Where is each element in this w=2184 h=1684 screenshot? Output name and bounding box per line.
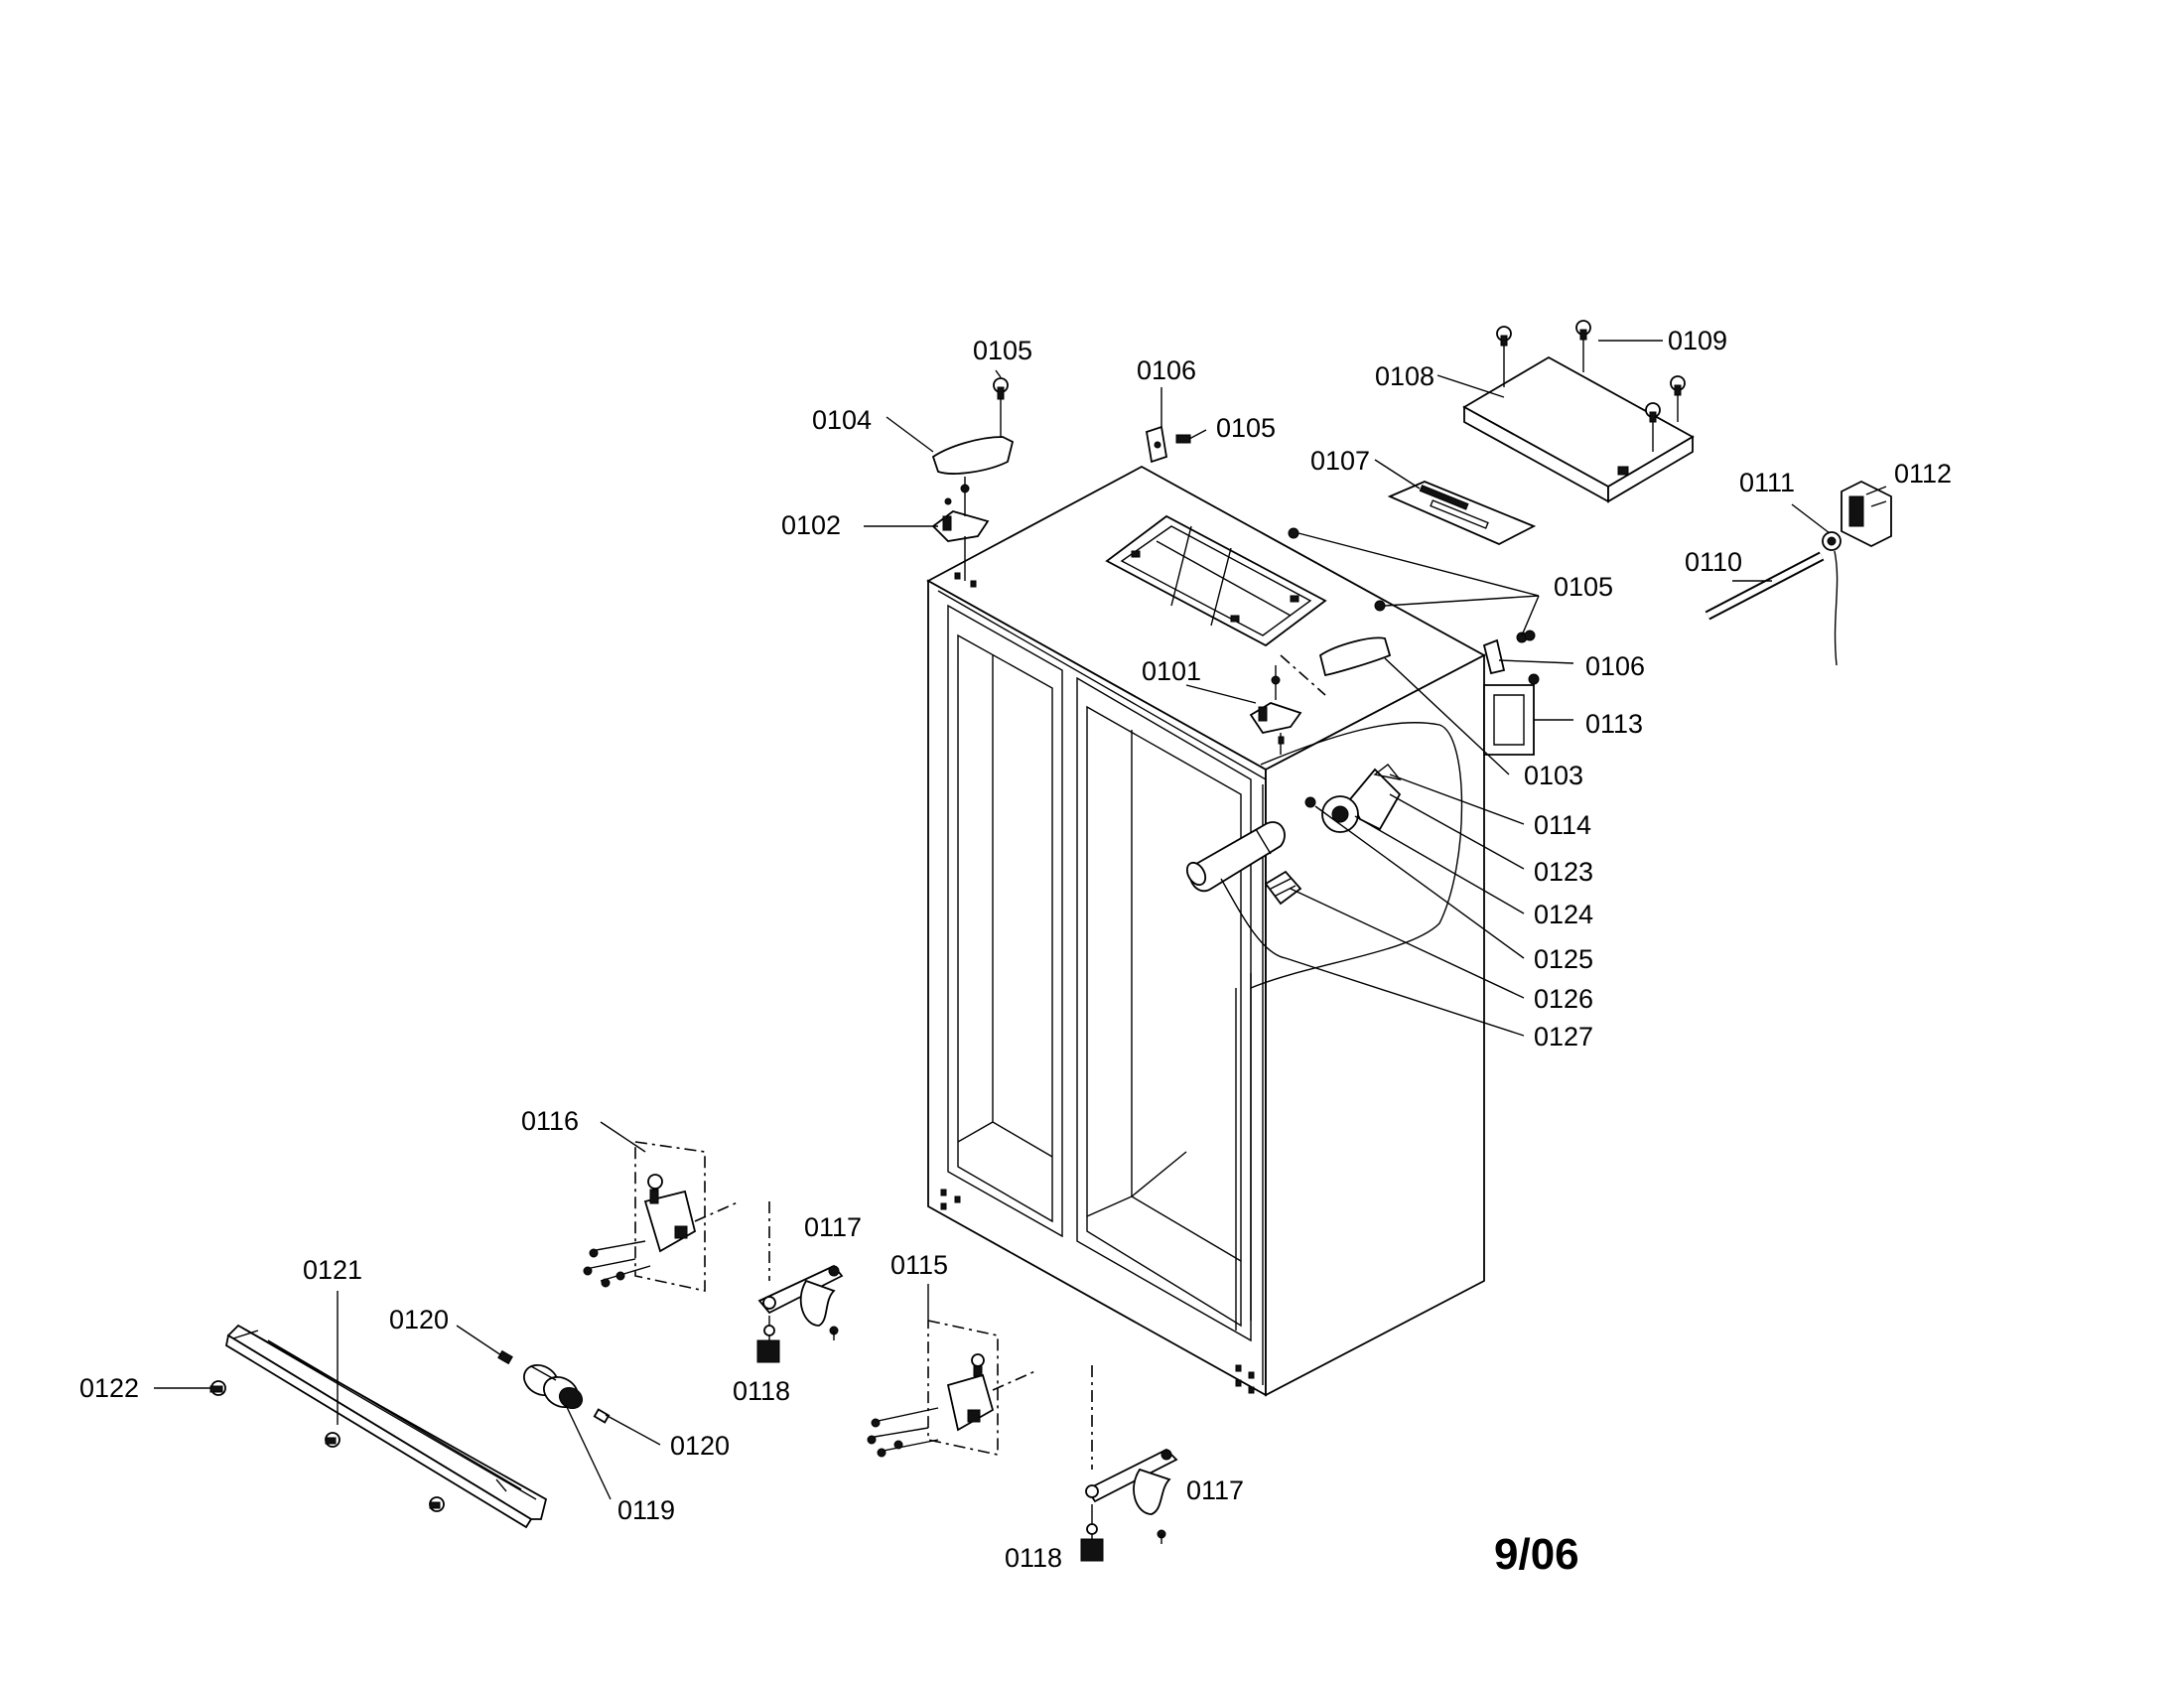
screw-0122 [209, 1380, 226, 1396]
label-0127: 0127 [1534, 1022, 1593, 1052]
connector-0126 [1264, 870, 1302, 906]
filter-cartridge-0127 [1185, 821, 1286, 893]
plate-0113 [1483, 673, 1540, 756]
top-hinge-cover-right [1318, 636, 1392, 677]
label-0115: 0115 [890, 1250, 948, 1280]
label-0118-right: 0118 [1005, 1543, 1062, 1573]
label-0119: 0119 [617, 1495, 675, 1525]
bracket-0106-top [1145, 425, 1191, 464]
axle-pins-0120 [497, 1349, 611, 1424]
label-0107: 0107 [1310, 446, 1370, 476]
screws-0105-right [1288, 527, 1528, 643]
label-0106-right: 0106 [1585, 651, 1645, 681]
label-0102: 0102 [781, 510, 841, 540]
tube-0110 [1705, 551, 1825, 621]
label-0121: 0121 [303, 1255, 362, 1285]
leveling-leg-right-0118 [1080, 1504, 1104, 1562]
label-0124: 0124 [1534, 900, 1593, 929]
top-cover-0108 [1462, 338, 1695, 503]
screws-0109 [1496, 320, 1686, 423]
top-hinge-right [1249, 654, 1326, 755]
leader-lines [154, 340, 1887, 1500]
control-plate-0107 [1387, 481, 1537, 545]
label-0105-middle: 0105 [1216, 413, 1276, 443]
label-0114: 0114 [1534, 810, 1591, 840]
top-hinge-cover-left [931, 377, 1015, 475]
label-0105-right: 0105 [1554, 572, 1613, 602]
bracket-0106-right [1482, 630, 1536, 675]
bottom-hinge-left-0116 [583, 1141, 741, 1292]
label-0106-top: 0106 [1137, 355, 1196, 385]
top-control-frame [1105, 514, 1327, 647]
label-0120-top: 0120 [389, 1305, 449, 1334]
label-0117-left: 0117 [804, 1212, 862, 1242]
leveling-leg-left-0118 [756, 1316, 780, 1363]
label-0126: 0126 [1534, 984, 1593, 1014]
roller-0119 [523, 1364, 584, 1410]
label-0109: 0109 [1668, 326, 1727, 355]
label-0110: 0110 [1685, 547, 1742, 577]
label-0112: 0112 [1894, 459, 1952, 489]
bottom-hinge-arm-right-0117 [1085, 1365, 1178, 1544]
refrigerator-cabinet [926, 465, 1486, 1397]
label-0123: 0123 [1534, 857, 1593, 887]
label-0113: 0113 [1585, 709, 1643, 739]
date-code: 9/06 [1494, 1530, 1579, 1579]
label-0117-right: 0117 [1186, 1475, 1244, 1505]
screws-0121 [325, 1432, 445, 1512]
label-0103: 0103 [1524, 761, 1583, 790]
label-0108: 0108 [1375, 361, 1434, 391]
filter-bracket-0114 [1348, 764, 1402, 831]
label-0101: 0101 [1142, 656, 1201, 686]
switch-0112 [1841, 480, 1892, 548]
top-hinge-left [931, 477, 990, 581]
label-0105-top: 0105 [973, 336, 1032, 365]
bottom-hinge-arm-left-0117 [757, 1201, 844, 1340]
filter-head-0124 [1304, 795, 1359, 833]
mounting-holes [940, 572, 1255, 1394]
label-0111: 0111 [1739, 468, 1795, 497]
toe-grille-0121 [224, 1324, 548, 1529]
label-0122: 0122 [79, 1373, 139, 1403]
label-0118-left: 0118 [733, 1376, 790, 1406]
bottom-hinge-right-0115 [867, 1320, 1038, 1458]
label-0120-bottom: 0120 [670, 1431, 730, 1461]
part-labels: 0101 0102 0103 0104 0105 0105 0105 0106 … [79, 326, 1952, 1573]
label-0125: 0125 [1534, 944, 1593, 974]
label-0104: 0104 [812, 405, 872, 435]
sensor-0111 [1822, 531, 1842, 666]
label-0116: 0116 [521, 1106, 579, 1136]
